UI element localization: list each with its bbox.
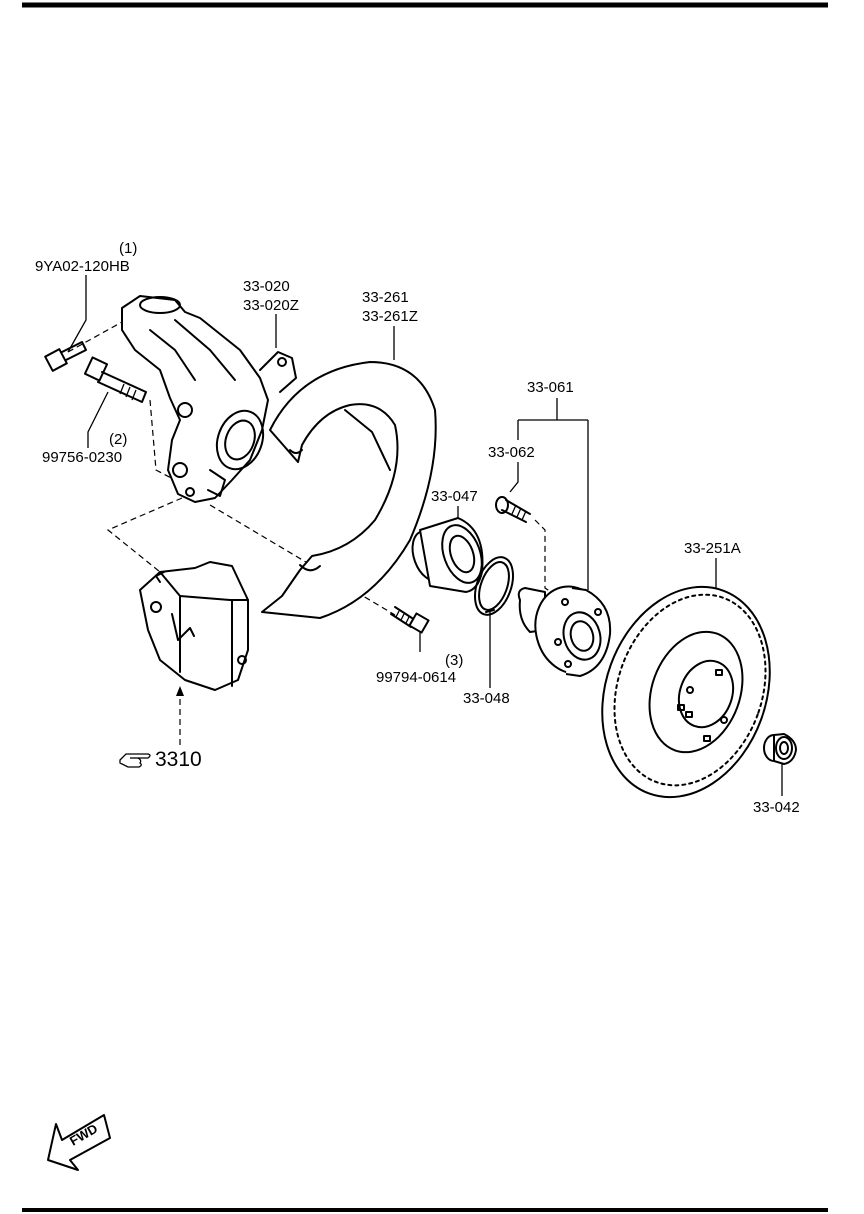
dash-bolt-caliper xyxy=(149,399,176,481)
wheel-hub-icon[interactable] xyxy=(517,578,618,682)
lock-nut-part-number[interactable]: 33-042 xyxy=(753,799,800,816)
brake-caliper-icon[interactable] xyxy=(139,561,249,691)
leader-hub-assembly xyxy=(517,398,589,590)
dash-bolt-knuckle xyxy=(67,321,123,353)
leader-bolt-knuckle xyxy=(67,275,87,353)
dust-cover-part-number-a[interactable]: 33-261 xyxy=(362,289,409,306)
leader-hub-bolt xyxy=(509,462,519,493)
disc-part-number[interactable]: 33-251A xyxy=(684,540,741,557)
pointing-hand-icon xyxy=(119,753,151,768)
bolt-knuckle-part-number[interactable]: 9YA02-120HB xyxy=(35,258,130,275)
bearing-part-number[interactable]: 33-047 xyxy=(431,488,478,505)
caliper-reference[interactable]: 3310 xyxy=(155,748,202,771)
dust-cover-icon[interactable] xyxy=(261,361,437,619)
bolt-caliper-part-number[interactable]: 99756-0230 xyxy=(42,449,122,466)
dash-hub-bolt xyxy=(534,519,561,599)
dash-caliper-mount xyxy=(106,497,183,581)
steering-knuckle-icon[interactable] xyxy=(121,295,297,503)
knuckle-part-number-b[interactable]: 33-020Z xyxy=(243,297,299,314)
snap-ring-part-number[interactable]: 33-048 xyxy=(463,690,510,707)
bolt-caliper-icon[interactable] xyxy=(83,356,147,403)
bolt-knuckle-qty: (1) xyxy=(119,240,137,257)
bolt-cover-icon[interactable] xyxy=(390,606,430,634)
arrow-up-icon xyxy=(176,686,184,696)
bolt-cover-qty: (3) xyxy=(445,652,463,669)
brake-disc-icon[interactable] xyxy=(574,563,798,821)
wheel-bearing-icon[interactable] xyxy=(406,517,489,593)
hub-bolt-icon[interactable] xyxy=(495,496,531,523)
lock-nut-icon[interactable] xyxy=(763,733,797,765)
knuckle-part-number-a[interactable]: 33-020 xyxy=(243,278,290,295)
bolt-knuckle-icon[interactable] xyxy=(44,341,87,372)
bolt-caliper-qty: (2) xyxy=(109,431,127,448)
bolt-cover-part-number[interactable]: 99794-0614 xyxy=(376,669,456,686)
fwd-arrow-icon: FWD xyxy=(47,1114,111,1171)
dash-cover-bolt xyxy=(209,504,396,616)
snap-ring-icon[interactable] xyxy=(468,552,520,620)
hub-bolt-part-number[interactable]: 33-062 xyxy=(488,444,535,461)
dust-cover-part-number-b[interactable]: 33-261Z xyxy=(362,308,418,325)
leader-bolt-caliper xyxy=(87,391,109,448)
hub-assembly-part-number[interactable]: 33-061 xyxy=(527,379,574,396)
